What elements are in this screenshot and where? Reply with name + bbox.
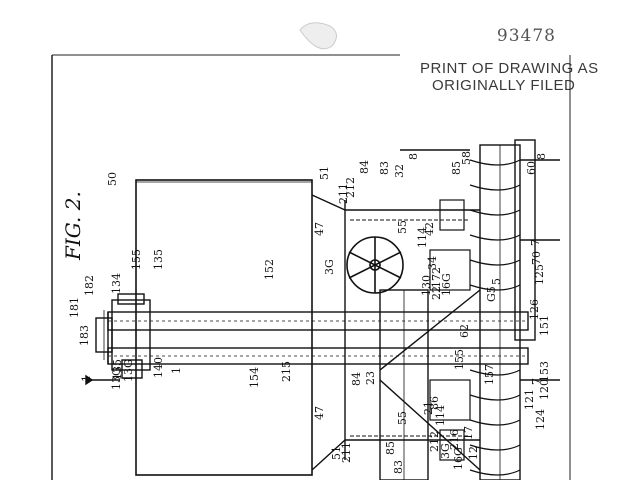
reference-numeral: 51 (330, 446, 343, 460)
reference-numeral: 140 (152, 357, 165, 378)
sheet-frame (51, 22, 571, 480)
drive-sprocket-assembly (95, 293, 151, 379)
reference-numeral: 16G (440, 273, 453, 296)
reference-numeral: 124 (534, 409, 547, 430)
reference-numeral: 47 (313, 222, 326, 236)
reference-numeral: 23 (364, 371, 377, 385)
reference-numeral: 130 (420, 275, 433, 296)
handwheel (346, 236, 404, 294)
reference-numeral: 183 (78, 325, 91, 346)
reference-numeral: 13G (122, 359, 135, 382)
cross-chains (350, 219, 470, 437)
reference-numeral: 83 (378, 161, 391, 175)
stamp-line-2: ORIGINALLY FILED (432, 77, 576, 94)
reference-numeral: 83 (392, 460, 405, 474)
reference-numeral: 13G (110, 367, 123, 390)
reference-numeral: 1 (80, 375, 93, 382)
reference-numeral: 60 (525, 161, 538, 175)
frame-bracing (311, 149, 481, 471)
reference-numeral: 135 (152, 249, 165, 270)
reference-numeral: 7 (530, 378, 543, 385)
reference-numeral: 182 (83, 275, 96, 296)
reference-numeral: 8 (407, 153, 420, 160)
reference-numeral: 154 (248, 367, 261, 388)
chain-rails (107, 311, 529, 365)
reference-numeral: 32 (393, 164, 406, 178)
reference-numeral: 155 (453, 349, 466, 370)
hopper-box (135, 179, 313, 476)
reference-numeral: 120 (538, 379, 551, 400)
reference-numeral: 7 (529, 239, 542, 246)
reference-numeral: 5 (490, 278, 503, 285)
reference-numeral: 70 (530, 251, 543, 265)
reference-numeral: 3G (439, 443, 452, 459)
reference-numeral: 47 (313, 406, 326, 420)
serial-number: 93478 (496, 26, 556, 46)
reference-numeral: 34 (426, 256, 439, 270)
reference-numeral: 1 (170, 367, 183, 374)
reference-numeral: 22 (430, 286, 443, 300)
reference-numeral: 21 (422, 401, 435, 415)
reference-numeral: 211 (340, 442, 353, 463)
stamp-line-1: PRINT OF DRAWING AS (420, 60, 599, 77)
reference-numeral: 55 (396, 411, 409, 425)
reference-numeral: 86 (428, 396, 441, 410)
reference-numeral: 16G (452, 447, 465, 470)
reference-numeral: 125 (533, 264, 546, 285)
reference-numeral: 58 (460, 151, 473, 165)
section-arrows (85, 159, 560, 386)
reference-numeral: 155 (130, 249, 143, 270)
auger-screw (469, 159, 521, 476)
reference-numeral: 84 (350, 372, 363, 386)
reference-numeral: 51 (318, 166, 331, 180)
reference-numeral: 42 (423, 222, 436, 236)
reference-numeral: 12 (467, 446, 480, 460)
gearbox-upper (429, 199, 471, 291)
reference-numeral: 212 (428, 431, 441, 452)
figure-label: FIG. 2. (61, 191, 85, 261)
reference-numeral: 157 (483, 364, 496, 385)
reference-numeral: G5 (485, 286, 498, 302)
reference-numeral: 114 (416, 227, 429, 248)
reference-numeral: 121 (523, 389, 536, 410)
right-frame (379, 139, 536, 480)
reference-numeral: 172 (430, 267, 443, 288)
reference-numeral: 135 (111, 359, 124, 380)
reference-numeral: 153 (538, 361, 551, 382)
reference-numeral: 211 (337, 183, 350, 204)
reference-numeral: 216 (448, 429, 461, 450)
reference-numeral: 152 (263, 259, 276, 280)
reference-numeral: 62 (458, 324, 471, 338)
reference-numeral: 215 (280, 361, 293, 382)
reference-numeral: 50 (106, 172, 119, 186)
reference-numeral: 134 (110, 273, 123, 294)
reference-numeral: 85 (384, 441, 397, 455)
reference-numeral: 212 (344, 177, 357, 198)
reference-numeral: 126 (528, 299, 541, 320)
gearbox-lower (429, 379, 471, 461)
reference-numeral: 181 (68, 297, 81, 318)
reference-numeral: 17 (462, 426, 475, 440)
reference-numeral: 114 (434, 405, 447, 426)
reference-numeral: 3G (323, 259, 336, 275)
reference-numeral: 151 (538, 315, 551, 336)
reference-numeral: 8 (535, 153, 548, 160)
reference-numeral: 55 (396, 220, 409, 234)
reference-numeral: 85 (450, 161, 463, 175)
reference-numeral: 84 (358, 160, 371, 174)
